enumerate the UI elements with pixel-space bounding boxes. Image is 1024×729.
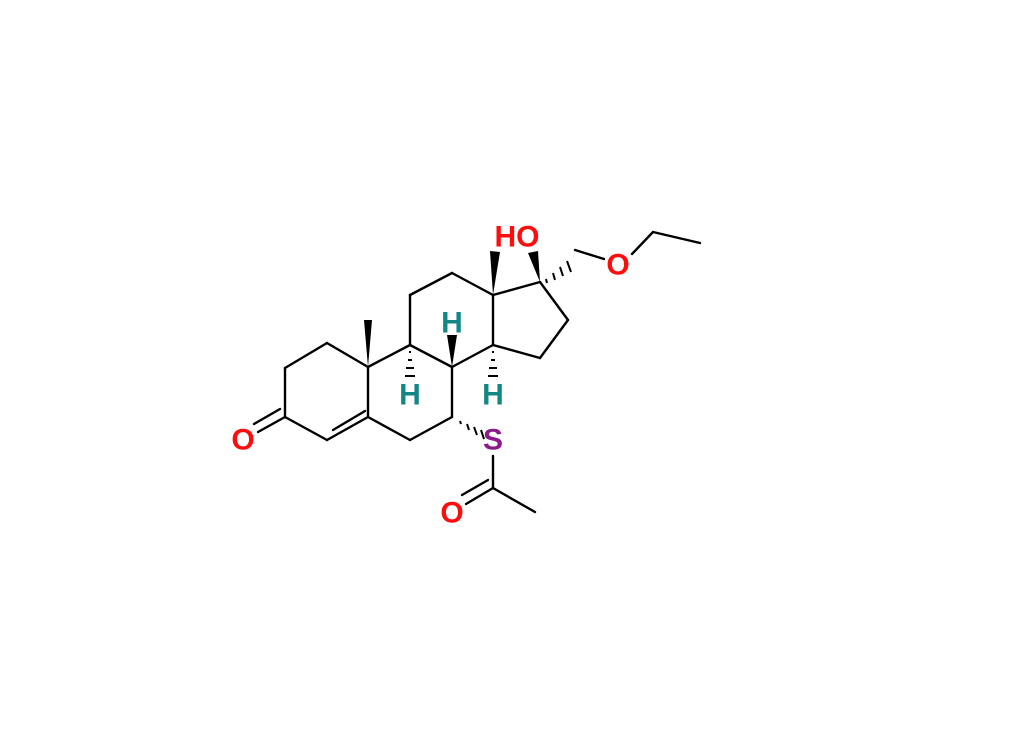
bond xyxy=(450,271,495,297)
bond xyxy=(538,318,570,360)
hash-bond xyxy=(488,351,498,377)
atom-sulfur: S xyxy=(483,424,503,457)
bond xyxy=(408,271,454,297)
atom-h14: H xyxy=(482,379,504,412)
atom-h9: H xyxy=(399,379,421,412)
bond xyxy=(491,280,542,297)
atom-o-acyl: O xyxy=(440,497,463,530)
bond xyxy=(331,409,367,432)
bond xyxy=(538,280,570,322)
hash-bond xyxy=(459,420,485,440)
bond xyxy=(283,341,329,370)
bond xyxy=(283,415,329,442)
wedge-bond xyxy=(490,251,500,295)
bond xyxy=(450,343,495,369)
atom-o-ether: O xyxy=(606,249,629,282)
atom-o-ketone: O xyxy=(231,424,254,457)
bond xyxy=(366,415,412,442)
bond xyxy=(256,415,287,434)
bond xyxy=(491,343,542,360)
bond xyxy=(651,230,702,245)
wedge-bond xyxy=(447,335,457,367)
wedge-bond xyxy=(528,251,540,282)
bond xyxy=(325,415,370,442)
bond xyxy=(366,343,412,369)
bond xyxy=(491,486,537,514)
bond xyxy=(460,478,490,497)
bond xyxy=(325,341,370,369)
wedge-bond xyxy=(364,320,372,367)
atom-hydroxyl: HO xyxy=(495,221,540,254)
bond xyxy=(252,407,282,426)
bond xyxy=(408,415,454,442)
hash-bond xyxy=(545,260,572,284)
bond xyxy=(464,486,495,506)
hash-bond xyxy=(405,351,415,377)
bond xyxy=(408,343,454,369)
bond xyxy=(573,248,606,261)
bond xyxy=(630,230,655,256)
atom-h8: H xyxy=(441,307,463,340)
